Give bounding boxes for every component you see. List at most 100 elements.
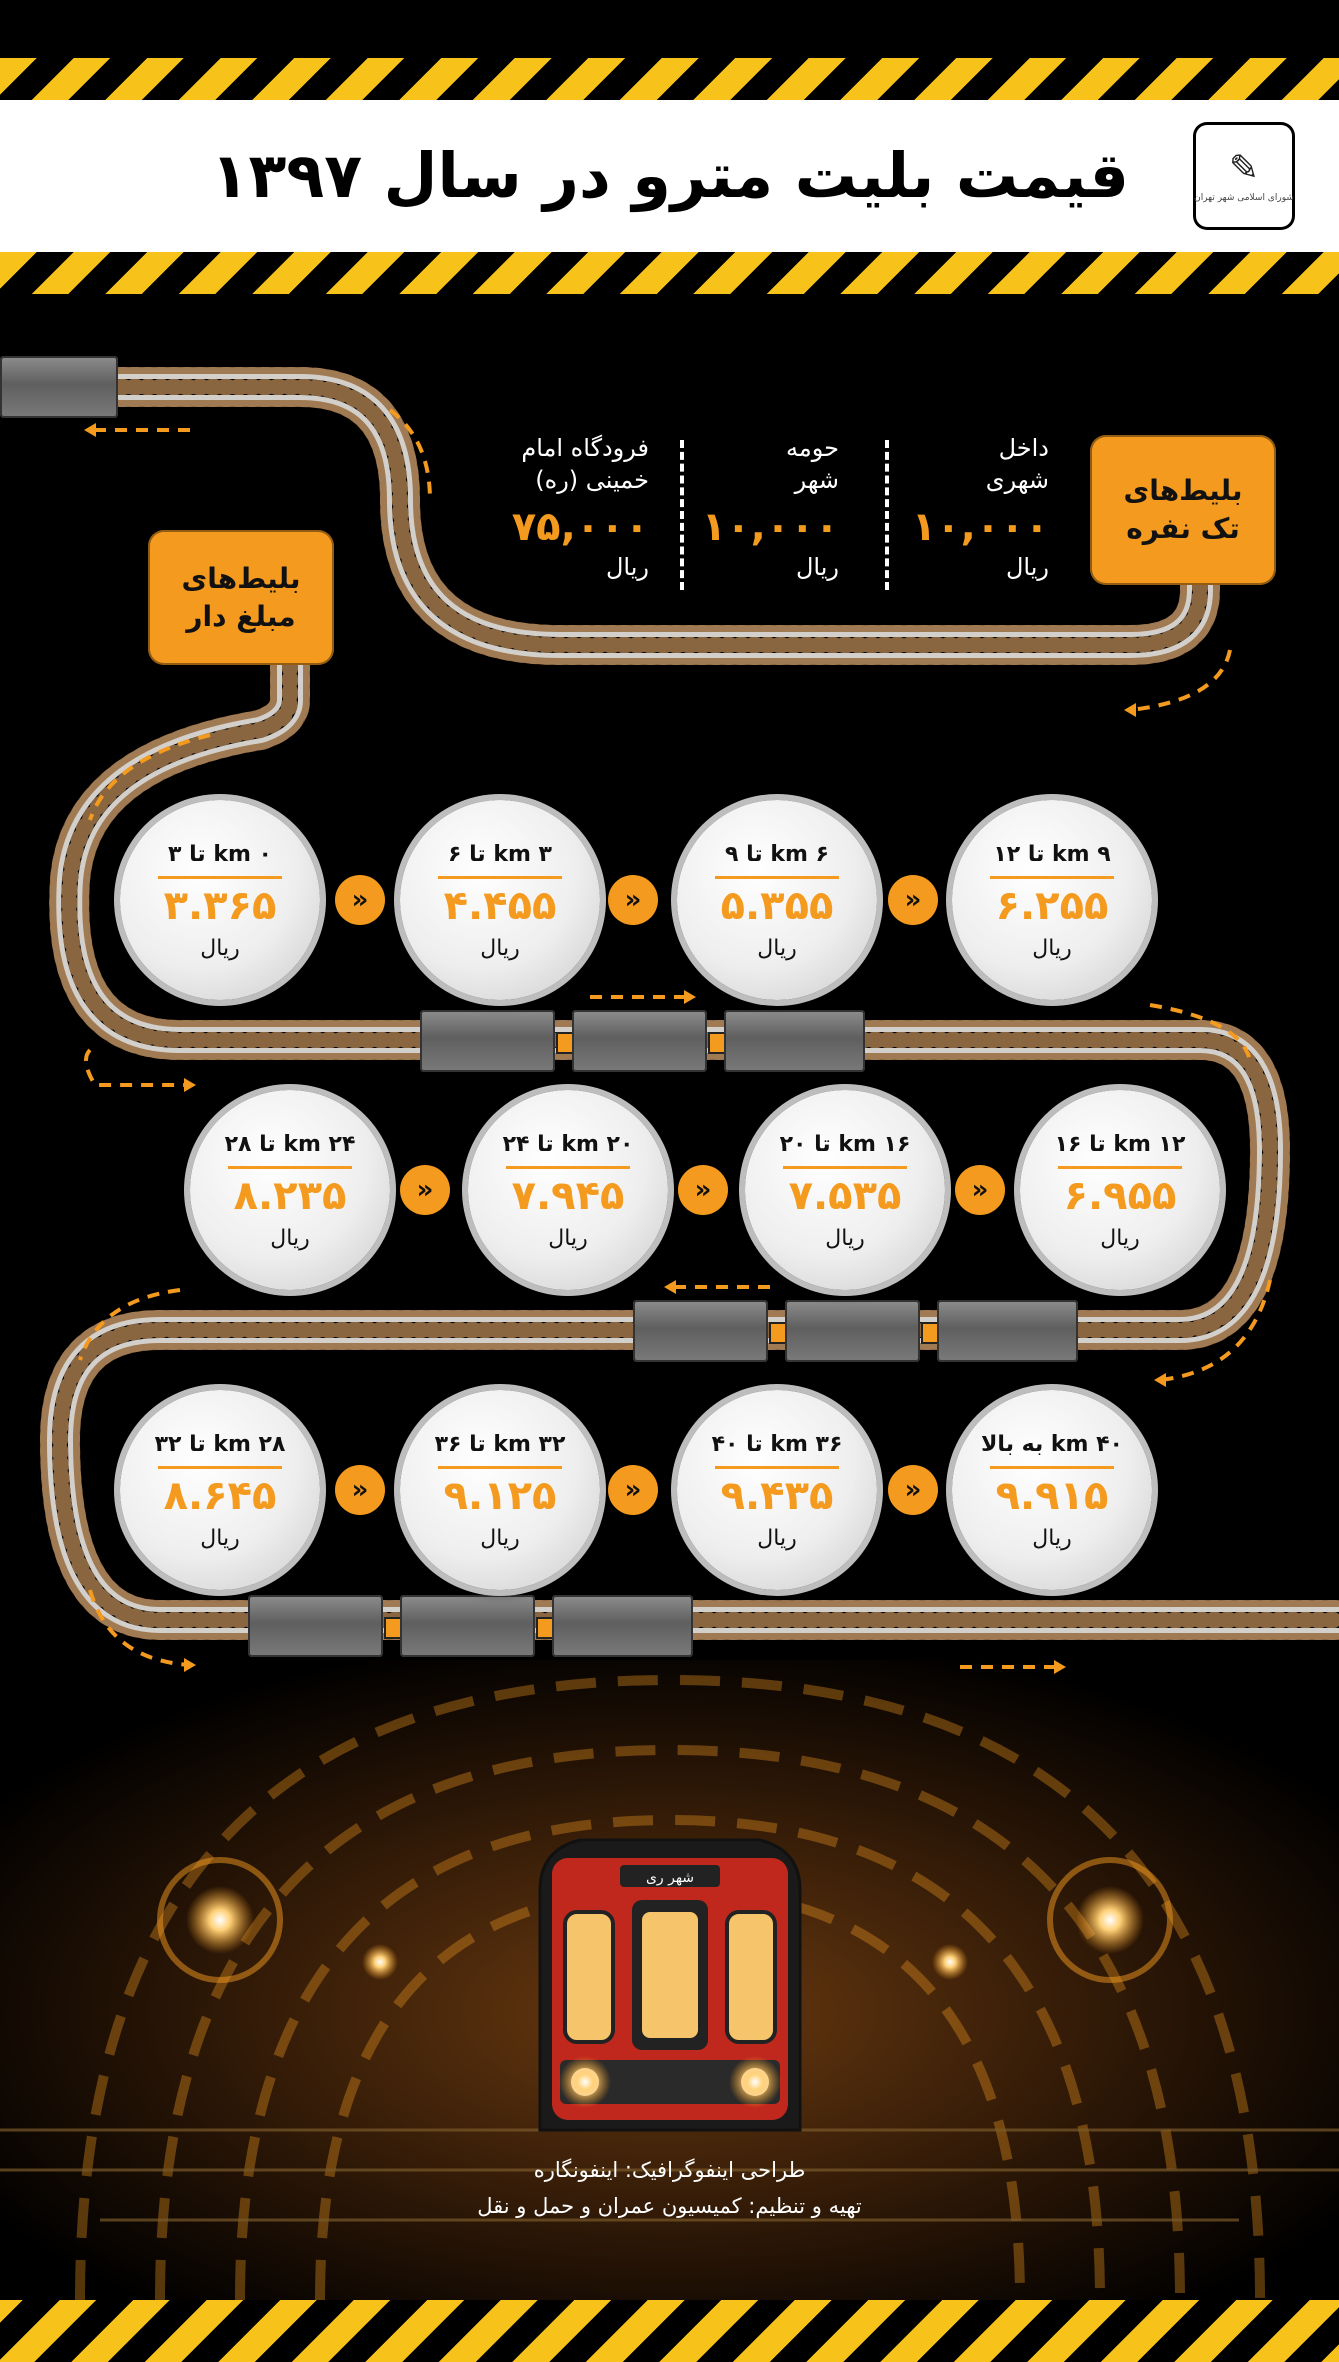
chevron-left-icon: « <box>335 875 385 925</box>
tunnel-lamp-right <box>1047 1857 1173 1983</box>
fare-currency: ریال <box>1032 936 1072 961</box>
single-badge-line1: بلیط‌های <box>1123 474 1243 507</box>
rail-track <box>39 367 1339 1674</box>
fare-currency: ریال <box>270 1226 310 1251</box>
single-fare-suburb: حومه شهر ۱۰,۰۰۰ ریال <box>679 432 839 582</box>
fare-coin-40-plus: km ۴۰ به بالا ۹.۹۱۵ ریال <box>952 1390 1152 1590</box>
fare-value: ۶.۲۵۵ <box>995 883 1109 929</box>
fare-currency: ریال <box>825 1226 865 1251</box>
chevron-left-icon: « <box>335 1465 385 1515</box>
fare-name-line2: خمینی (ره) <box>535 466 649 494</box>
fare-coin-28-32: km ۲۸ تا ۳۲ ۸.۶۴۵ ریال <box>120 1390 320 1590</box>
logo-icon: ✎ <box>1228 148 1260 189</box>
fare-range: km ۱۶ تا ۲۰ <box>779 1132 911 1157</box>
train-destination-sign: شهر ری <box>646 1870 694 1886</box>
fare-unit: ریال <box>605 553 649 581</box>
fare-value: ۳.۳۶۵ <box>163 883 277 929</box>
stored-badge-line2: مبلغ دار <box>186 599 296 633</box>
chevron-left-icon: « <box>678 1165 728 1215</box>
fare-range: km ۲۰ تا ۲۴ <box>502 1132 634 1157</box>
fare-range: km ۳۶ تا ۴۰ <box>711 1432 843 1457</box>
chevron-left-icon: « <box>400 1165 450 1215</box>
fare-name-line2: شهری <box>985 466 1049 494</box>
credits: طراحی اینفوگرافیک: اینفونگاره تهیه و تنظ… <box>0 2152 1339 2224</box>
single-fare-city: داخل شهری ۱۰,۰۰۰ ریال <box>889 432 1049 582</box>
fare-currency: ریال <box>757 936 797 961</box>
chevron-left-icon: « <box>955 1165 1005 1215</box>
fare-currency: ریال <box>480 1526 520 1551</box>
train-row1 <box>420 1010 865 1072</box>
fare-coin-12-16: km ۱۲ تا ۱۶ ۶.۹۵۵ ریال <box>1020 1090 1220 1290</box>
metro-train-front: شهر ری <box>538 1838 802 2132</box>
chevron-left-icon: « <box>888 1465 938 1515</box>
fare-value: ۷.۹۴۵ <box>511 1173 625 1219</box>
fare-unit: ریال <box>1005 553 1049 581</box>
fare-price: ۱۰,۰۰۰ <box>701 504 839 550</box>
logo-caption: شورای اسلامی شهر تهران <box>1194 193 1294 203</box>
stored-value-ticket-badge: بلیط‌های مبلغ دار <box>148 530 334 665</box>
fare-coin-24-28: km ۲۴ تا ۲۸ ۸.۲۳۵ ریال <box>190 1090 390 1290</box>
fare-range: km ۹ تا ۱۲ <box>993 842 1111 867</box>
train-row3 <box>248 1595 693 1657</box>
fare-range: km ۰ تا ۳ <box>168 842 272 867</box>
fare-price: ۱۰,۰۰۰ <box>911 504 1049 550</box>
tunnel-lamp-left <box>157 1857 283 1983</box>
fare-divider <box>885 440 889 590</box>
fare-coin-3-6: km ۳ تا ۶ ۴.۴۵۵ ریال <box>400 800 600 1000</box>
fare-price: ۷۵,۰۰۰ <box>511 504 649 550</box>
tunnel-illustration: شهر ری <box>0 1660 1339 2300</box>
fare-coin-6-9: km ۶ تا ۹ ۵.۳۵۵ ریال <box>677 800 877 1000</box>
fare-coin-32-36: km ۳۲ تا ۳۶ ۹.۱۲۵ ریال <box>400 1390 600 1590</box>
fare-currency: ریال <box>200 936 240 961</box>
chevron-left-icon: « <box>608 875 658 925</box>
fare-name-line1: حومه <box>786 434 839 462</box>
fare-range: km ۲۸ تا ۳۲ <box>154 1432 286 1457</box>
fare-divider <box>680 440 684 590</box>
fare-currency: ریال <box>200 1526 240 1551</box>
stored-badge-line1: بلیط‌های <box>181 561 301 595</box>
fare-range: km ۲۴ تا ۲۸ <box>224 1132 356 1157</box>
fare-coin-0-3: km ۰ تا ۳ ۳.۳۶۵ ریال <box>120 800 320 1000</box>
page-title: قیمت بلیت مترو در سال ۱۳۹۷ <box>210 139 1129 212</box>
fare-value: ۵.۳۵۵ <box>720 883 834 929</box>
fare-range: km ۳ تا ۶ <box>448 842 552 867</box>
single-ticket-badge: بلیط‌های تک نفره <box>1090 435 1276 585</box>
chevron-left-icon: « <box>608 1465 658 1515</box>
direction-arrows <box>78 408 1272 1669</box>
title-bar: قیمت بلیت مترو در سال ۱۳۹۷ ✎ شورای اسلام… <box>0 100 1339 252</box>
fare-coin-16-20: km ۱۶ تا ۲۰ ۷.۵۳۵ ریال <box>745 1090 945 1290</box>
fare-value: ۸.۲۳۵ <box>233 1173 347 1219</box>
fare-currency: ریال <box>1100 1226 1140 1251</box>
fare-currency: ریال <box>757 1526 797 1551</box>
fare-value: ۸.۶۴۵ <box>163 1473 277 1519</box>
fare-value: ۶.۹۵۵ <box>1063 1173 1177 1219</box>
fare-value: ۴.۴۵۵ <box>443 883 557 929</box>
fare-coin-9-12: km ۹ تا ۱۲ ۶.۲۵۵ ریال <box>952 800 1152 1000</box>
fare-value: ۹.۴۳۵ <box>720 1473 834 1519</box>
chevron-left-icon: « <box>888 875 938 925</box>
fare-range: km ۳۲ تا ۳۶ <box>434 1432 566 1457</box>
train-row2 <box>633 1300 1078 1362</box>
fare-value: ۹.۹۱۵ <box>995 1473 1109 1519</box>
fare-currency: ریال <box>548 1226 588 1251</box>
fare-unit: ریال <box>795 553 839 581</box>
fare-currency: ریال <box>480 936 520 961</box>
fare-value: ۷.۵۳۵ <box>788 1173 902 1219</box>
fare-name-line1: داخل <box>998 434 1049 462</box>
hazard-stripe-top <box>0 58 1339 100</box>
fare-name-line2: شهر <box>794 466 839 494</box>
credit-design: طراحی اینفوگرافیک: اینفونگاره <box>533 2158 806 2182</box>
fare-range: km ۱۲ تا ۱۶ <box>1054 1132 1186 1157</box>
fare-value: ۹.۱۲۵ <box>443 1473 557 1519</box>
train-top-left <box>0 356 118 418</box>
single-badge-line2: تک نفره <box>1126 512 1240 545</box>
fare-name-line1: فرودگاه امام <box>521 434 649 462</box>
single-fare-airport: فرودگاه امام خمینی (ره) ۷۵,۰۰۰ ریال <box>459 432 649 582</box>
hazard-stripe-under-title <box>0 252 1339 294</box>
fare-currency: ریال <box>1032 1526 1072 1551</box>
city-council-logo: ✎ شورای اسلامی شهر تهران <box>1193 122 1295 230</box>
credit-prepared: تهیه و تنظیم: کمیسیون عمران و حمل و نقل <box>477 2194 862 2218</box>
fare-coin-36-40: km ۳۶ تا ۴۰ ۹.۴۳۵ ریال <box>677 1390 877 1590</box>
fare-coin-20-24: km ۲۰ تا ۲۴ ۷.۹۴۵ ریال <box>468 1090 668 1290</box>
fare-range: km ۴۰ به بالا <box>981 1432 1123 1457</box>
